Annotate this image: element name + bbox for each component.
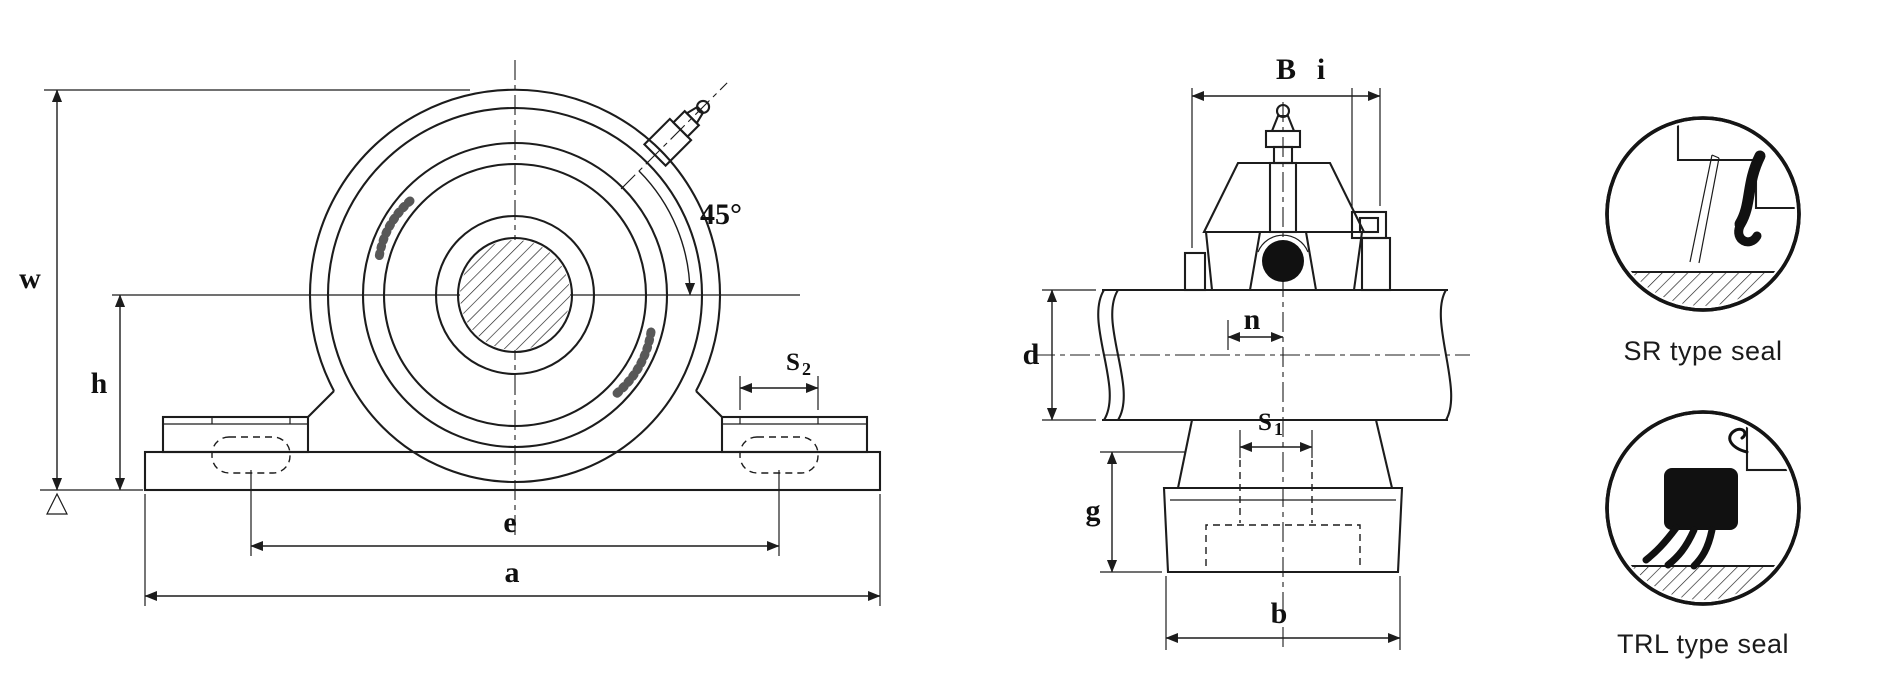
detail-circle-outline bbox=[1605, 410, 1801, 606]
dim-label-n: n bbox=[1244, 303, 1261, 336]
grease-nipple-tip bbox=[1275, 103, 1291, 119]
dim-label-w: w bbox=[19, 262, 41, 295]
angle-arc bbox=[638, 170, 696, 296]
shaft-break-line bbox=[1111, 289, 1125, 421]
grease-fitting-axis bbox=[620, 82, 728, 190]
bearing-cap-section bbox=[1202, 161, 1366, 234]
side-view: B i d n S 1 g bbox=[1023, 53, 1470, 650]
column-edge-right bbox=[1374, 419, 1394, 489]
dimension-s2: S 2 bbox=[739, 349, 819, 410]
seal-stipple bbox=[374, 196, 415, 263]
body-side-left bbox=[307, 390, 335, 418]
shaft-bore-hatching bbox=[460, 240, 570, 350]
dim-label-a: a bbox=[505, 556, 520, 589]
trl-seal-finger bbox=[1690, 526, 1716, 570]
dim-label-s2-sub: 2 bbox=[802, 359, 811, 379]
dim-label-h: h bbox=[91, 367, 108, 400]
body-side-right bbox=[695, 390, 723, 418]
datum-triangle bbox=[46, 492, 68, 515]
dim-label-i: i bbox=[1317, 53, 1325, 86]
dimension-a: a bbox=[144, 494, 881, 606]
dimension-e: e bbox=[250, 470, 780, 556]
shaft-break-line bbox=[1097, 289, 1111, 421]
housing-ring bbox=[326, 106, 704, 484]
seal-section-right bbox=[1304, 230, 1364, 292]
dim-label-g: g bbox=[1086, 494, 1101, 527]
seal-section-left bbox=[1204, 230, 1262, 292]
sr-seal-label: SR type seal bbox=[1623, 336, 1782, 366]
slinger-blade bbox=[1689, 154, 1713, 263]
housing-ring bbox=[361, 141, 669, 449]
housing-outer-ring bbox=[309, 88, 721, 392]
grease-nipple-cone bbox=[1270, 114, 1296, 133]
ball-cage-arc bbox=[1257, 234, 1309, 253]
slinger-top bbox=[1711, 154, 1720, 159]
dimension-B-i: B i bbox=[1191, 53, 1381, 248]
dimension-b: b bbox=[1165, 576, 1401, 650]
right-foot bbox=[720, 415, 869, 454]
dimension-w: w bbox=[19, 89, 470, 515]
inner-ring-left-end bbox=[1183, 251, 1207, 292]
inner-ring-collar bbox=[1360, 236, 1392, 292]
seal-stipple bbox=[610, 327, 656, 400]
dim-label-s1-sub: 1 bbox=[1274, 419, 1283, 439]
detail-circle-outline bbox=[1605, 116, 1801, 312]
left-foot bbox=[161, 415, 310, 454]
outer-ring-hatching bbox=[1676, 122, 1795, 210]
sr-seal-detail: SR type seal bbox=[1605, 116, 1801, 366]
dimension-s1: S 1 bbox=[1239, 409, 1313, 458]
slinger-blade bbox=[1698, 157, 1720, 264]
set-screw-detail bbox=[1358, 216, 1380, 234]
sr-seal-hook bbox=[1734, 221, 1762, 247]
shaft-break-line bbox=[1439, 289, 1453, 421]
bearing-inner-ring bbox=[434, 214, 596, 376]
angle-label: 45° bbox=[700, 198, 742, 231]
dim-label-b: b bbox=[1271, 597, 1288, 630]
outer-ring-hatching bbox=[1745, 416, 1795, 472]
dim-label-B: B bbox=[1276, 53, 1296, 86]
base-slab bbox=[143, 450, 882, 492]
dimension-h: h bbox=[91, 294, 126, 491]
column-edge-left bbox=[1176, 419, 1194, 489]
dimension-n: n bbox=[1227, 303, 1284, 350]
dim-label-s1: S bbox=[1258, 409, 1272, 436]
sr-seal-lip bbox=[1734, 150, 1766, 230]
set-screw bbox=[1350, 210, 1388, 240]
housing-ring bbox=[382, 162, 648, 428]
trl-seal-finger bbox=[1642, 524, 1680, 564]
grease-fitting bbox=[620, 82, 728, 190]
trl-seal-label: TRL type seal bbox=[1617, 629, 1789, 659]
dimension-g: g bbox=[1086, 451, 1186, 573]
left-bolt-slot-hidden bbox=[211, 436, 291, 474]
trl-seal-detail: TRL type seal bbox=[1605, 410, 1801, 659]
right-bolt-slot-hidden bbox=[739, 436, 819, 474]
trl-seal-finger bbox=[1664, 526, 1698, 569]
grease-fitting-tip bbox=[696, 99, 711, 114]
dimension-d: d bbox=[1023, 289, 1096, 421]
bearing-ball bbox=[1262, 240, 1304, 282]
base-outline bbox=[1162, 486, 1404, 574]
dim-label-s2: S bbox=[786, 349, 800, 376]
trl-seal-body bbox=[1664, 468, 1738, 530]
shaft-bore bbox=[456, 236, 574, 354]
front-view: 45° w h e bbox=[19, 60, 882, 606]
dim-label-e: e bbox=[503, 506, 516, 539]
dim-label-d: d bbox=[1023, 338, 1040, 371]
trl-seal-spring-curl bbox=[1728, 427, 1749, 454]
